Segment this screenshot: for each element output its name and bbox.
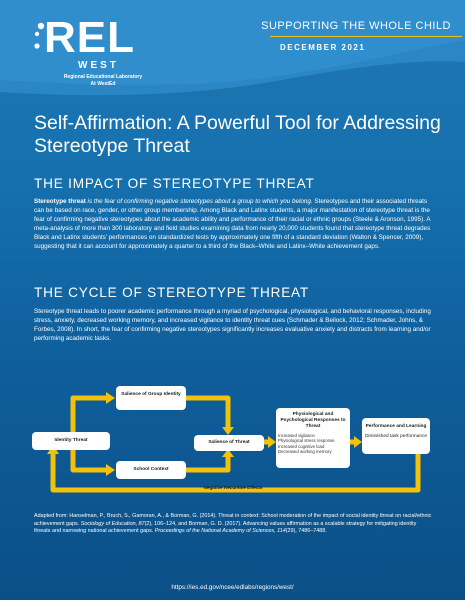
- series-divider: [270, 36, 462, 37]
- stereotype-threat-cycle-diagram: Identity Threat Salience of Group Identi…: [28, 372, 438, 497]
- citation-journal-1: Sociology of Education, 87: [80, 520, 145, 527]
- series-label: SUPPORTING THE WHOLE CHILD: [261, 20, 451, 32]
- footer-url-link[interactable]: https://ies.ed.gov/ncee/edlabs/regions/w…: [171, 584, 294, 591]
- arrow-identity-to-group: [70, 395, 106, 432]
- logo-rel-text: REL: [44, 13, 135, 62]
- box-school-context-label: School Context: [133, 467, 169, 472]
- arrowhead-responses-icon: [268, 436, 276, 448]
- logo-dots-icon: [34, 22, 45, 49]
- box-school-context: School Context: [116, 461, 186, 479]
- logo-subtitle: Regional Educational Laboratory At WestE…: [58, 74, 148, 88]
- response-item: Increased cognitive load: [278, 443, 325, 449]
- box-salience-of-threat: Salience of Threat: [194, 435, 264, 451]
- arrowhead-threat-top-icon: [222, 427, 234, 435]
- arrowhead-school-icon: [106, 464, 115, 476]
- logo-subtitle-line-1: Regional Educational Laboratory: [63, 74, 143, 80]
- logo-region-text: WEST: [78, 60, 119, 71]
- citation-part-3: (29), 7486–7488.: [285, 528, 327, 535]
- box-performance-title: Performance and Learning: [365, 424, 427, 429]
- impact-body-text: Stereotypes and their associated threats…: [34, 198, 431, 250]
- citation-journal-2: Proceedings of the National Academy of S…: [154, 528, 286, 535]
- citation: Adapted from: Hanselman, P., Bruch, S., …: [34, 513, 434, 536]
- box-responses-to-threat: Physiological and Psychological Response…: [276, 408, 350, 468]
- arrowhead-group-icon: [106, 392, 115, 404]
- arrowhead-threat-bottom-icon: [222, 449, 234, 457]
- arrow-identity-to-school: [70, 450, 106, 473]
- box-performance-item: Diminished task performance: [364, 434, 428, 439]
- term-stereotype-threat: Stereotype threat: [34, 198, 86, 205]
- box-performance-and-learning: Performance and Learning Diminished task…: [362, 418, 430, 454]
- logo-subtitle-line-2: At WestEd: [90, 81, 116, 87]
- definition-text: is the fear of confirming negative stere…: [85, 198, 313, 205]
- arrow-school-to-threat: [186, 454, 231, 473]
- box-identity-threat-label: Identity Threat: [54, 438, 88, 443]
- section-heading-cycle: THE CYCLE OF STEREOTYPE THREAT: [34, 285, 310, 300]
- section-paragraph-cycle: Stereotype threat leads to poorer academ…: [34, 308, 431, 342]
- box-salience-of-threat-label: Salience of Threat: [208, 440, 250, 445]
- box-salience-group-identity: Salience of Group Identity: [116, 386, 186, 410]
- box-identity-threat: Identity Threat: [32, 432, 110, 450]
- section-heading-impact: THE IMPACT OF STEREOTYPE THREAT: [34, 176, 315, 191]
- loop-label: Negative Recursive Effects: [203, 485, 263, 490]
- arrowhead-performance-icon: [354, 436, 362, 448]
- citation-part-2: (2), 106–124, and Borman, G. D. (2017). …: [34, 520, 417, 535]
- response-item: Decreased working memory: [278, 449, 332, 455]
- header-wave: [0, 0, 465, 96]
- citation-part-1: Adapted from: Hanselman, P., Bruch, S., …: [34, 513, 432, 527]
- arrow-group-to-threat: [186, 395, 231, 430]
- response-item: Increased vigilance: [278, 433, 315, 438]
- page-title: Self-Affirmation: A Powerful Tool for Ad…: [34, 112, 441, 157]
- publication-date: DECEMBER 2021: [280, 43, 366, 52]
- box-salience-group-identity-label: Salience of Group Identity: [121, 392, 181, 397]
- section-paragraph-impact: Stereotype threat is the fear of confirm…: [34, 197, 436, 251]
- recursive-loop-path: [50, 437, 421, 493]
- box-responses-title: Physiological and Psychological Response…: [280, 412, 346, 429]
- diagram-arrows: [47, 392, 421, 493]
- response-item: Physiological stress response: [278, 438, 335, 444]
